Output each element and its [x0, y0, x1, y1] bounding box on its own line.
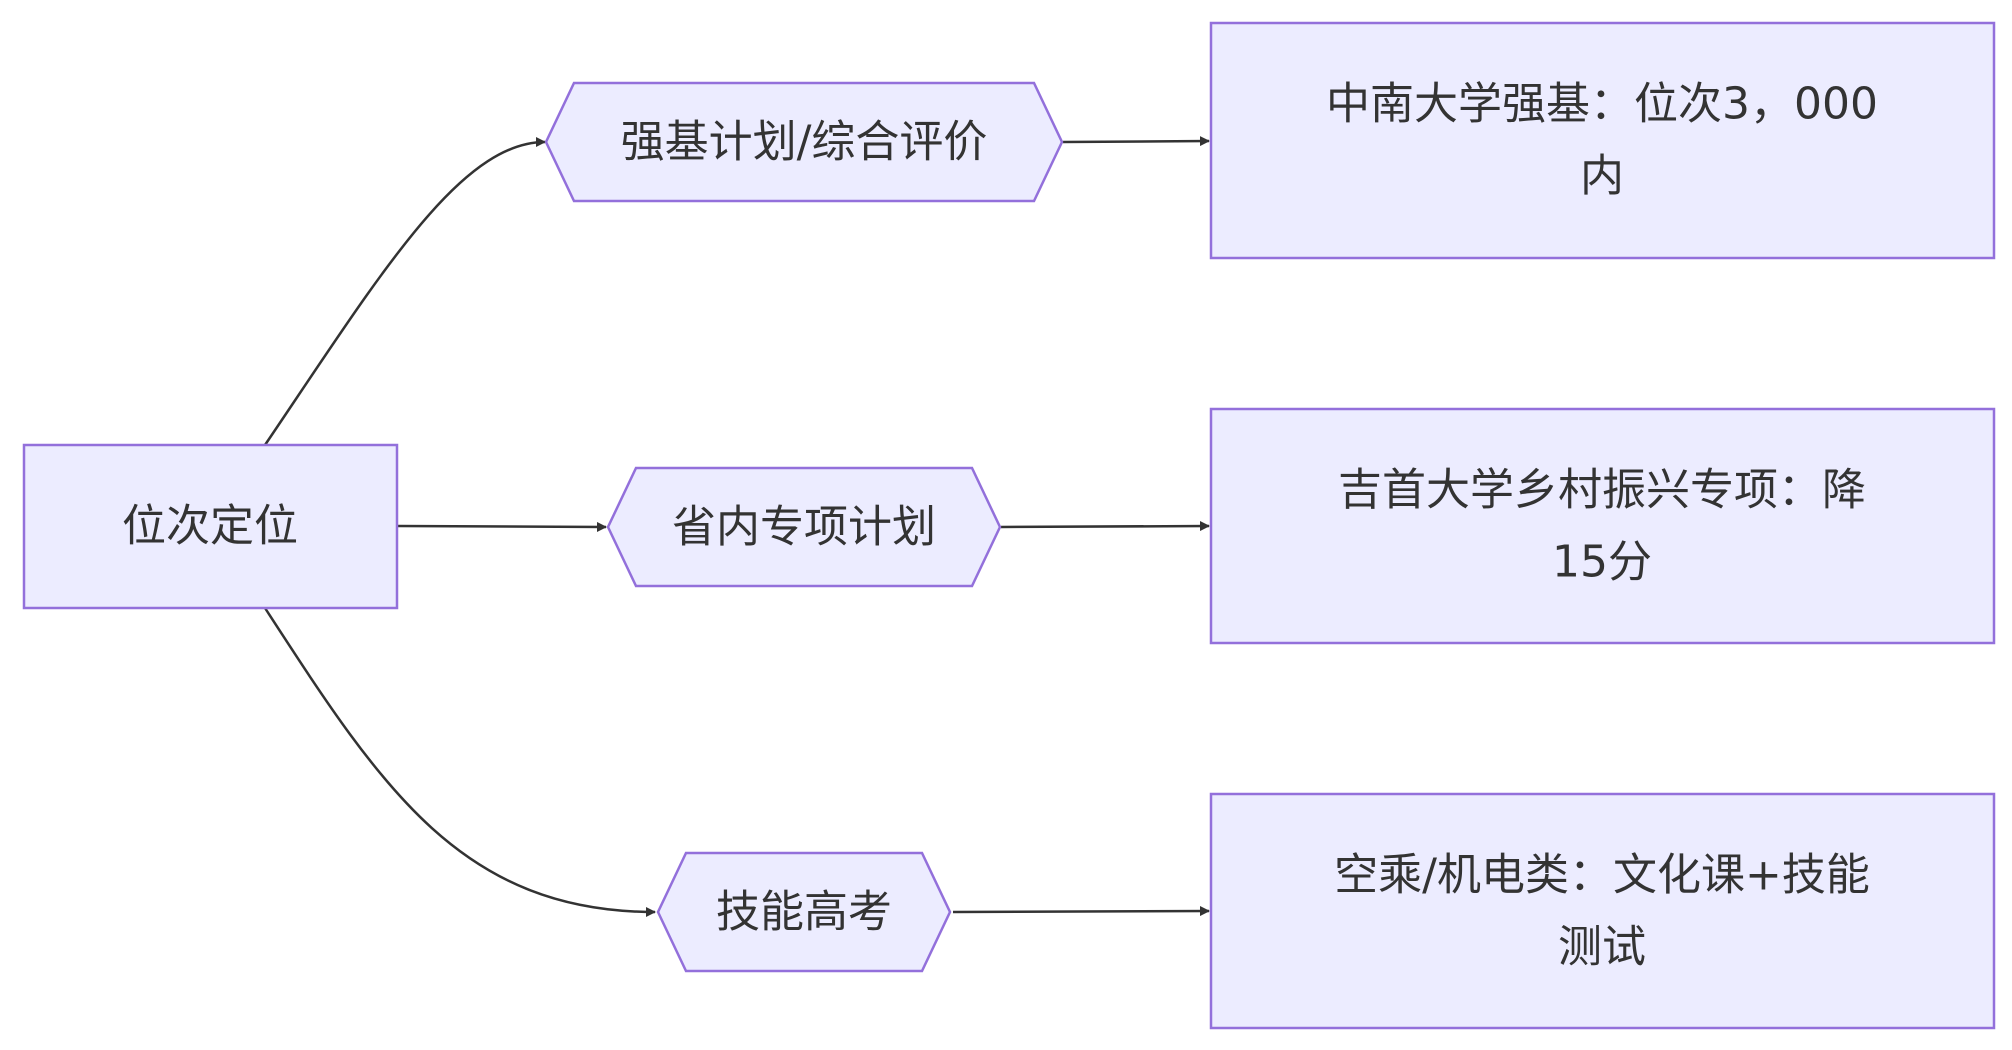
node-leaf1[interactable]: 中南大学强基：位次3，000 内 [1209, 21, 1996, 260]
node-leaf1-line2: 内 [1580, 151, 1624, 202]
node-branch1[interactable]: 强基计划/综合评价 [544, 81, 1064, 203]
node-leaf2[interactable]: 吉首大学乡村振兴专项：降 15分 [1209, 407, 1996, 645]
node-branch2-label: 省内专项计划 [672, 502, 936, 553]
node-root[interactable]: 位次定位 [22, 443, 399, 610]
node-leaf2-line1: 吉首大学乡村振兴专项：降 [1338, 465, 1866, 516]
edge-branch1-to-leaf1 [1062, 136, 1210, 147]
node-leaf2-line2: 15分 [1552, 537, 1652, 588]
node-leaf3-line2: 测试 [1558, 922, 1646, 973]
edge-branch2-to-leaf2 [1000, 521, 1210, 532]
node-branch3-label: 技能高考 [716, 887, 892, 938]
node-root-label: 位次定位 [122, 501, 298, 552]
edge-branch3-to-leaf3 [952, 906, 1210, 917]
node-branch2[interactable]: 省内专项计划 [606, 466, 1002, 588]
node-leaf3-line1: 空乘/机电类：文化课+技能 [1334, 850, 1870, 901]
node-leaf1-line1: 中南大学强基：位次3，000 [1326, 79, 1878, 130]
node-branch3[interactable]: 技能高考 [656, 851, 952, 973]
edge-root-to-branch3 [263, 607, 656, 917]
edge-root-to-branch1 [263, 137, 546, 446]
edge-root-to-branch2 [397, 521, 607, 532]
node-branch1-label: 强基计划/综合评价 [621, 117, 988, 168]
node-leaf3[interactable]: 空乘/机电类：文化课+技能 测试 [1209, 792, 1996, 1030]
